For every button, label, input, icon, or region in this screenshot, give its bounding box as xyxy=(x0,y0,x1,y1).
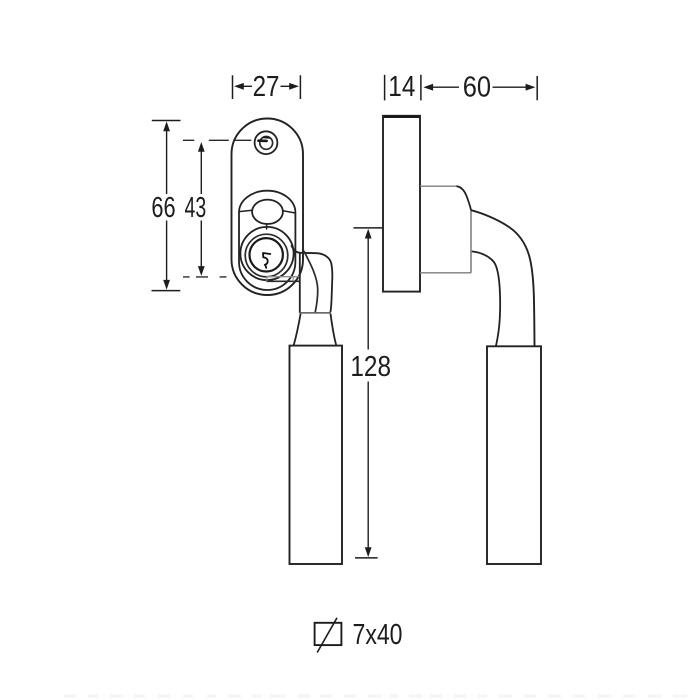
svg-text:43: 43 xyxy=(185,192,207,224)
svg-text:66: 66 xyxy=(151,192,175,224)
svg-text:27: 27 xyxy=(253,71,280,103)
svg-text:7x40: 7x40 xyxy=(353,619,403,651)
svg-text:60: 60 xyxy=(463,72,491,104)
svg-text:128: 128 xyxy=(350,351,391,383)
svg-text:14: 14 xyxy=(388,71,415,103)
